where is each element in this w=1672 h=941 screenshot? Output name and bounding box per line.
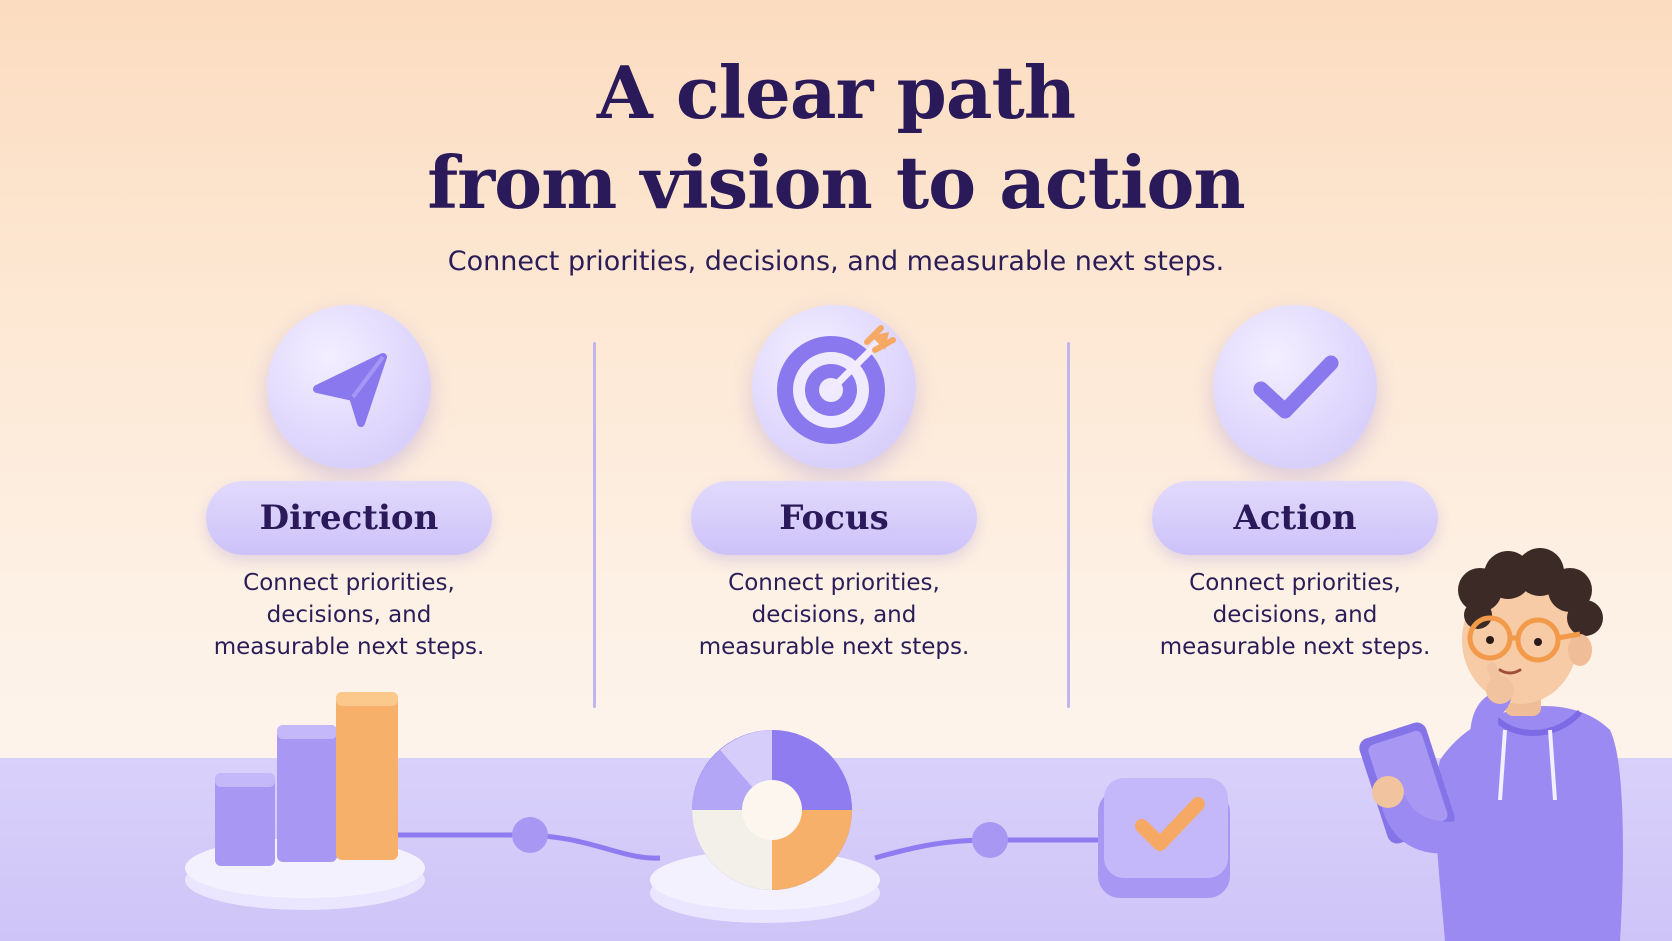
checkbox-block-icon xyxy=(1098,778,1230,898)
label-pill-action: Action xyxy=(1152,481,1438,555)
page-title-line1: A clear path xyxy=(596,50,1076,135)
feature-description-focus: Connect priorities, decisions, and measu… xyxy=(698,570,970,660)
checkmark-icon xyxy=(1213,305,1377,469)
column-divider-left xyxy=(593,342,596,708)
donut-chart-icon xyxy=(650,730,880,923)
label-pill-focus: Focus xyxy=(691,481,977,555)
thinking-person-illustration xyxy=(1359,548,1623,941)
label-pill-direction: Direction xyxy=(206,481,492,555)
page-subtitle: Connect priorities, decisions, and measu… xyxy=(447,246,1225,277)
target-icon xyxy=(752,305,916,469)
page-title-line2: from vision to action xyxy=(427,140,1246,225)
bar-chart-icon xyxy=(185,692,425,910)
feature-description-direction: Connect priorities, decisions, and measu… xyxy=(213,570,485,660)
column-divider-right xyxy=(1067,342,1070,708)
connector-node-left xyxy=(512,817,548,853)
connector-node-right xyxy=(972,822,1008,858)
navigation-arrow-icon xyxy=(267,305,431,469)
feature-description-action: Connect priorities, decisions, and measu… xyxy=(1159,570,1431,660)
